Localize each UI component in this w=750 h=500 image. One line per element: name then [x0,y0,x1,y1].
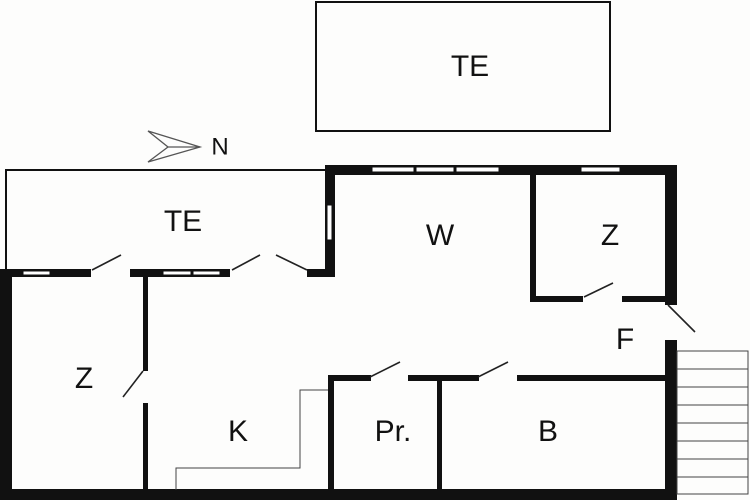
windows [22,166,621,276]
room-label-bedroom-right: Z [601,219,619,252]
terrace-top-outline [315,1,611,132]
room-label-kitchen: K [228,415,248,448]
room-label-bathroom: B [538,415,558,448]
room-label-terrace-left: TE [164,205,202,238]
kitchen-counter [175,389,328,490]
north-label: N [211,133,228,160]
doors [91,254,696,398]
walls [0,165,677,500]
room-label-pantry: Pr. [375,415,412,448]
stairs-icon [676,350,749,495]
terrace-left-outline [5,169,327,272]
room-label-terrace-top: TE [451,50,489,83]
north-arrow-icon [147,130,203,163]
room-label-hall: F [616,323,634,356]
room-label-living: W [426,219,455,252]
room-label-bedroom-left: Z [75,362,93,395]
